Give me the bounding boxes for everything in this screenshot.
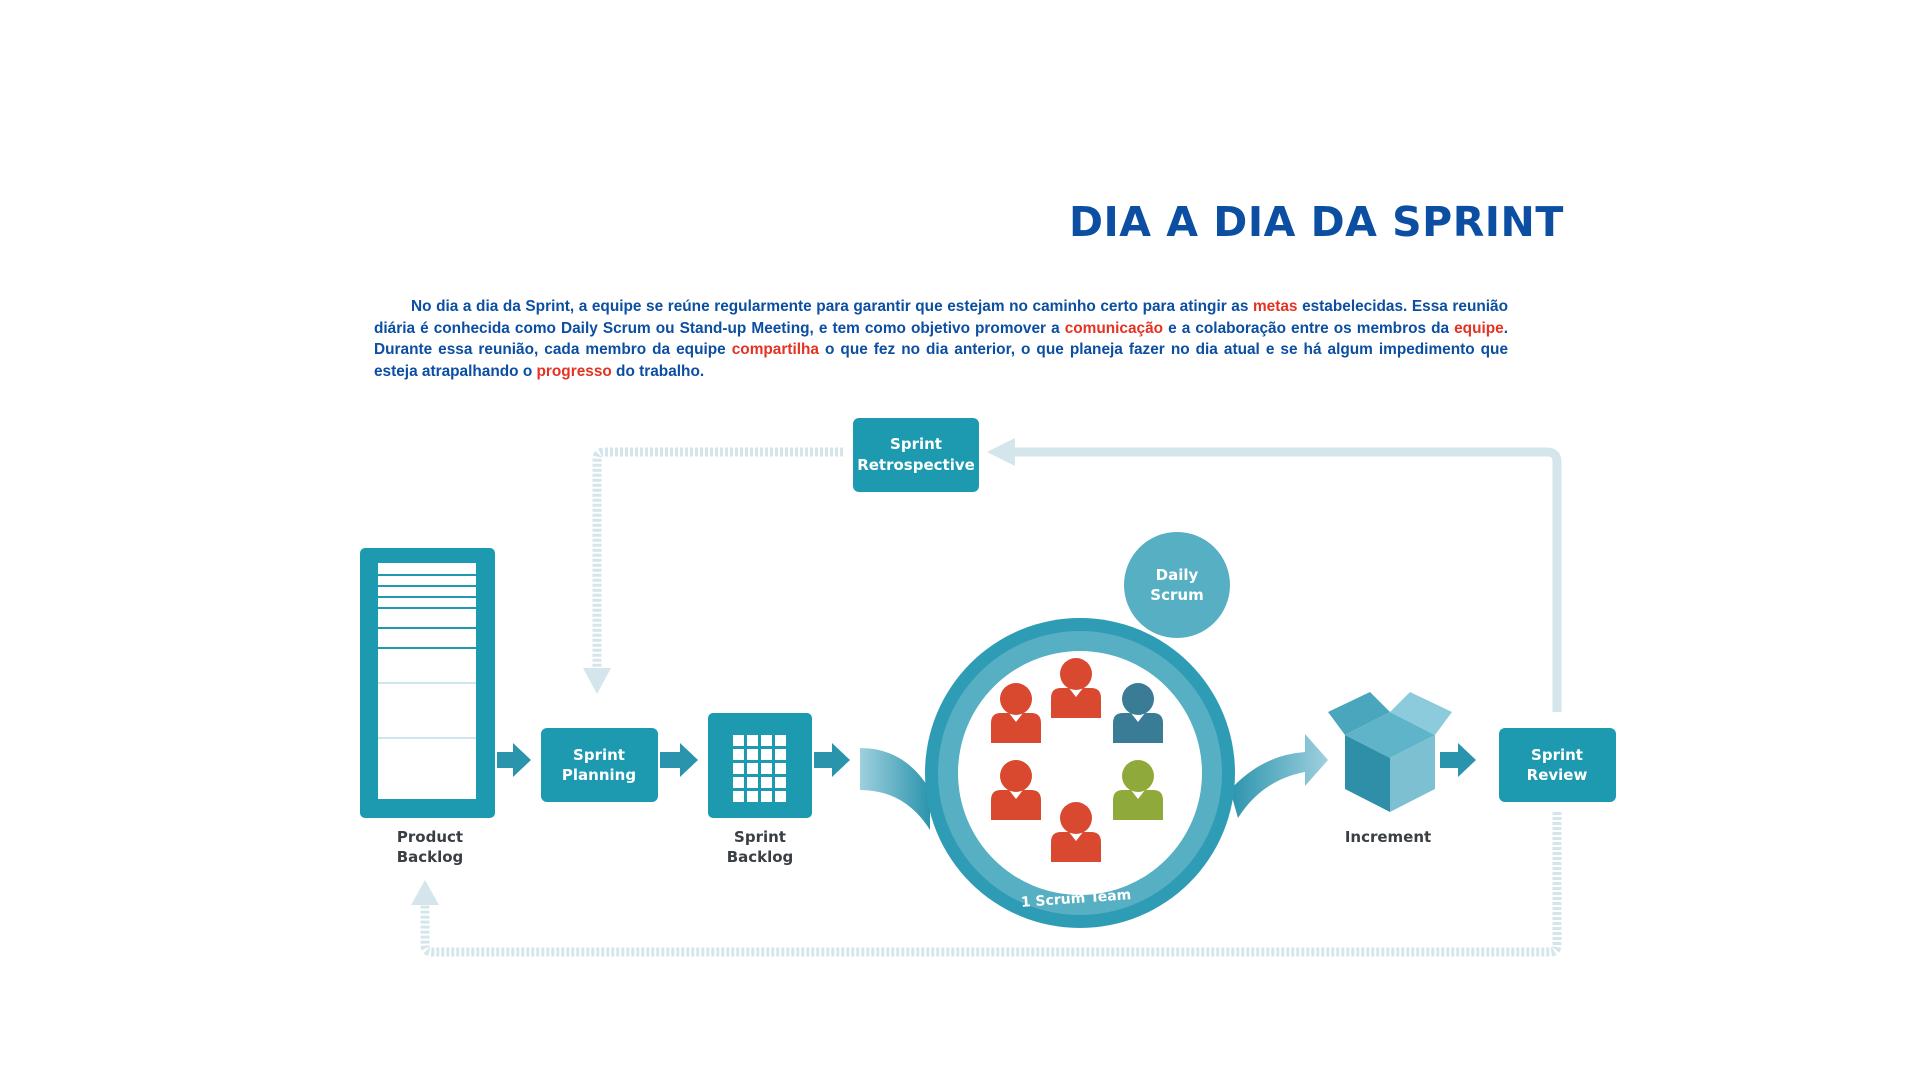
retrospective-label-line1: Sprint [890, 435, 942, 453]
highlight-compartilha: compartilha [731, 341, 819, 359]
sprint-backlog-caption-line1: Sprint [734, 828, 786, 846]
paragraph-text: No dia a dia da Sprint, a equipe se reún… [411, 298, 1253, 315]
daily-scrum-label-line1: Daily [1156, 566, 1199, 584]
page-title: DIA A DIA DA SPRINT [1069, 198, 1564, 246]
flow-arrow-icon [1440, 743, 1476, 777]
sprint-planning-node: Sprint Planning [541, 728, 658, 802]
highlight-equipe: equipe [1454, 319, 1504, 337]
product-backlog-caption-line2: Backlog [397, 848, 464, 866]
paragraph-text: e a colaboração entre os membros da [1163, 319, 1455, 337]
increment-caption: Increment [1345, 828, 1431, 846]
sprint-review-node: Sprint Review [1499, 728, 1616, 802]
review-label-line2: Review [1527, 766, 1588, 784]
paragraph-text: estabelecidas. Essa reunião diária é con… [374, 298, 1508, 337]
scrum-team-label: 1 Scrum Team [1020, 887, 1131, 911]
paragraph-text: o que fez no dia anterior, o que planeja… [374, 341, 1509, 381]
highlight-comunicacao: comunicação [1064, 319, 1164, 337]
planning-label-line1: Sprint [573, 746, 625, 764]
retrospective-to-planning-arrow [583, 447, 843, 694]
scrum-team-circle-icon: 1 Scrum Team [925, 618, 1235, 928]
intro-paragraph: No dia a dia da Sprint, a equipe se reún… [374, 296, 1508, 383]
retrospective-label-line2: Retrospective [857, 456, 975, 474]
highlight-progresso: progresso [536, 363, 612, 381]
daily-scrum-label-line2: Scrum [1150, 586, 1203, 604]
flow-arrow-icon [814, 743, 850, 777]
product-backlog-list-icon [360, 548, 495, 818]
product-backlog-caption-line1: Product [397, 828, 463, 846]
sprint-flow-swoosh [860, 748, 930, 830]
sprint-backlog-grid-icon [708, 713, 812, 818]
increment-box-icon [1328, 692, 1452, 812]
daily-scrum-node: Daily Scrum [1124, 532, 1230, 638]
review-to-retrospective-arrow [987, 438, 1562, 712]
highlight-metas: metas [1252, 298, 1298, 315]
paragraph-text: . Durante essa reunião, cada membro da e… [374, 319, 1508, 359]
review-label-line1: Sprint [1531, 746, 1583, 764]
sprint-retrospective-node: Sprint Retrospective [853, 418, 979, 492]
sprint-flow-swoosh [1230, 734, 1328, 818]
review-to-product-backlog-arrow [411, 812, 1562, 957]
flow-arrow-icon [660, 743, 698, 777]
planning-label-line2: Planning [562, 766, 636, 784]
flow-arrow-icon [497, 743, 531, 777]
paragraph-text: do trabalho. [611, 363, 705, 381]
sprint-backlog-caption-line2: Backlog [727, 848, 794, 866]
